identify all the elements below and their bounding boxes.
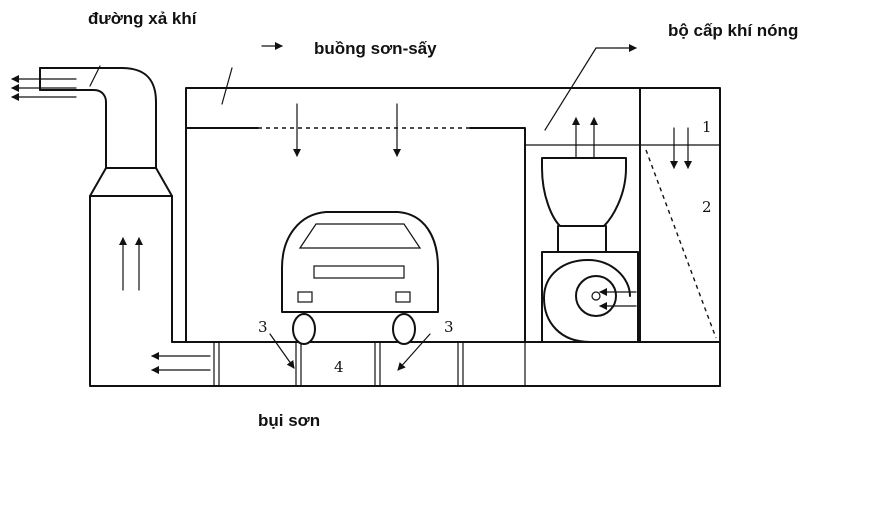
paint-dry-booth-label: buồng sơn-sấy xyxy=(314,39,437,58)
label-2: 2 xyxy=(702,198,712,216)
hot-air-supply-unit xyxy=(524,47,721,343)
intake-down-arrows xyxy=(670,127,692,169)
downflow-arrows xyxy=(293,103,401,157)
pit-pointer-lines xyxy=(269,333,431,371)
car xyxy=(281,211,439,345)
paint-dust-label: bụi sơn xyxy=(258,411,320,430)
paint-dust-arrows xyxy=(151,352,211,374)
exhaust-duct-label: đường xả khí xyxy=(88,9,198,28)
label-3-right: 3 xyxy=(444,318,454,336)
hot-air-supply-label: bộ cấp khí nóng xyxy=(668,21,798,40)
label-3-left: 3 xyxy=(258,318,268,336)
label-1: 1 xyxy=(702,118,712,136)
exhaust-duct xyxy=(39,65,173,386)
label-4: 4 xyxy=(334,358,344,376)
exhaust-up-arrows xyxy=(119,237,143,291)
fan-inlet-arrows xyxy=(599,288,637,310)
supply-up-arrows xyxy=(572,117,598,159)
exhaust-outflow-arrows xyxy=(11,75,77,101)
